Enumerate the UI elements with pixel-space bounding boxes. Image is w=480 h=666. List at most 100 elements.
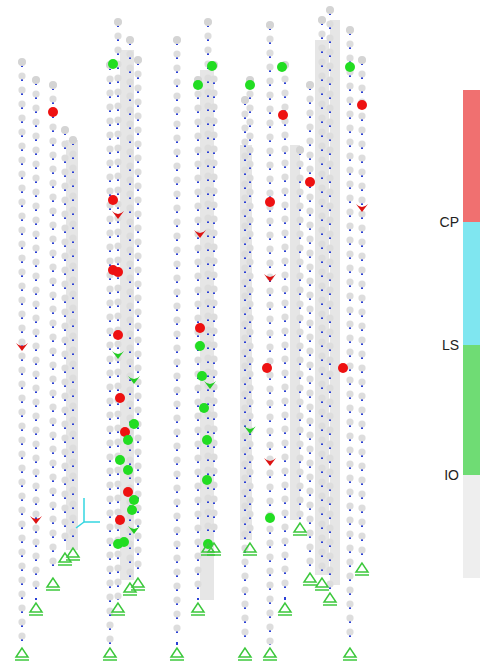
frame-node — [241, 600, 248, 607]
frame-node — [106, 243, 113, 250]
frame-node — [346, 278, 353, 285]
frame-node — [173, 246, 180, 253]
frame-node — [194, 566, 201, 573]
frame-node — [114, 564, 121, 571]
frame-node — [318, 240, 325, 247]
frame-node — [61, 238, 68, 245]
frame-node — [358, 56, 365, 63]
frame-node — [69, 528, 76, 535]
frame-node — [346, 208, 353, 215]
frame-node — [266, 133, 273, 140]
frame-node — [241, 418, 248, 425]
frame-node — [32, 286, 39, 293]
frame-node — [358, 378, 365, 385]
frame-node — [204, 242, 211, 249]
frame-node — [346, 26, 353, 33]
frame-node — [173, 456, 180, 463]
frame-node — [210, 453, 217, 460]
frame-node — [106, 383, 113, 390]
frame-node — [281, 383, 288, 390]
support-symbol — [344, 648, 356, 657]
frame-node — [106, 117, 113, 124]
frame-node — [32, 174, 39, 181]
frame-node — [18, 506, 25, 513]
frame-node — [18, 562, 25, 569]
frame-node — [246, 90, 253, 97]
frame-node — [204, 298, 211, 305]
frame-node — [134, 56, 141, 63]
frame-node — [318, 268, 325, 275]
frame-node — [358, 476, 365, 483]
support-symbol — [191, 614, 205, 616]
frame-node — [134, 112, 141, 119]
support-symbol — [355, 574, 369, 576]
frame-node — [326, 454, 333, 461]
frame-node — [296, 356, 303, 363]
frame-node — [296, 146, 303, 153]
frame-node — [241, 334, 248, 341]
frame-node — [281, 257, 288, 264]
frame-node — [266, 245, 273, 252]
frame-node — [281, 327, 288, 334]
frame-node — [210, 481, 217, 488]
frame-node — [318, 380, 325, 387]
frame-node — [134, 462, 141, 469]
frame-node — [346, 544, 353, 551]
support-symbol — [207, 554, 221, 556]
frame-node — [61, 364, 68, 371]
frame-node — [246, 258, 253, 265]
frame-node — [210, 271, 217, 278]
frame-node — [106, 481, 113, 488]
frame-node — [18, 380, 25, 387]
frame-node — [346, 628, 353, 635]
support-symbol — [16, 648, 28, 657]
frame-node — [134, 210, 141, 217]
frame-node — [49, 81, 57, 89]
frame-node — [18, 282, 25, 289]
frame-node — [318, 422, 325, 429]
frame-node — [326, 174, 333, 181]
frame-node — [18, 632, 25, 639]
frame-node — [246, 328, 253, 335]
support-symbol — [104, 648, 116, 657]
frame-node — [346, 404, 353, 411]
frame-node — [173, 260, 180, 267]
frame-node — [69, 332, 76, 339]
frame-node — [32, 118, 39, 125]
frame-node — [204, 186, 211, 193]
frame-node — [18, 590, 25, 597]
frame-node — [61, 126, 69, 134]
frame-node — [126, 106, 133, 113]
frame-node — [326, 314, 333, 321]
frame-node — [106, 565, 113, 572]
frame-node — [266, 609, 273, 616]
frame-node — [173, 204, 180, 211]
frame-node — [114, 438, 121, 445]
frame-node — [318, 156, 325, 163]
frame-node — [126, 554, 133, 561]
frame-node — [49, 263, 56, 270]
frame-node — [126, 274, 133, 281]
frame-node — [266, 525, 273, 532]
frame-node — [173, 372, 180, 379]
frame-node — [18, 254, 25, 261]
frame-node — [32, 510, 39, 517]
frame-node — [126, 386, 133, 393]
support-symbol — [238, 659, 252, 661]
frame-node — [266, 623, 273, 630]
frame-node — [358, 336, 365, 343]
frame-node — [114, 312, 121, 319]
frame-node — [210, 467, 217, 474]
frame-node — [134, 560, 141, 567]
frame-node — [346, 614, 353, 621]
frame-node — [61, 462, 68, 469]
frame-node — [246, 342, 253, 349]
hinge-marker — [194, 230, 206, 238]
frame-node — [49, 543, 56, 550]
frame-node — [326, 230, 333, 237]
frame-node — [18, 534, 25, 541]
frame-node — [69, 164, 76, 171]
frame-node — [346, 586, 353, 593]
frame-node — [61, 532, 68, 539]
